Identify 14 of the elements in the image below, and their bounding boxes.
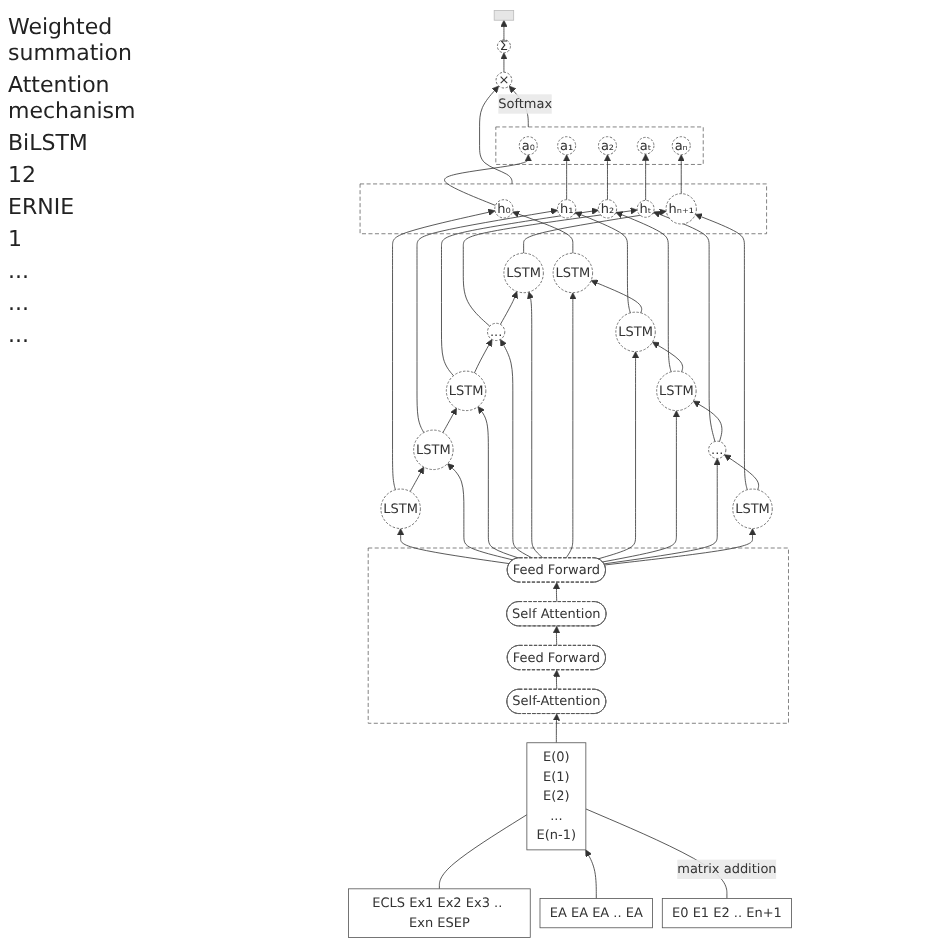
side-label: BiLSTM — [8, 130, 90, 156]
connector — [438, 814, 528, 890]
cluster — [359, 183, 767, 235]
side-label: Attention mechanism — [8, 72, 138, 124]
side-label: 1 — [8, 226, 24, 252]
side-label: ... — [8, 258, 31, 284]
side-label: 12 — [8, 162, 38, 188]
node-box — [493, 10, 515, 21]
side-label: ERNIE — [8, 194, 77, 220]
side-label: ... — [8, 290, 31, 316]
cluster — [367, 547, 789, 724]
side-label: ... — [8, 322, 31, 348]
cluster — [495, 126, 704, 165]
side-label: Weighted summation — [8, 14, 134, 66]
